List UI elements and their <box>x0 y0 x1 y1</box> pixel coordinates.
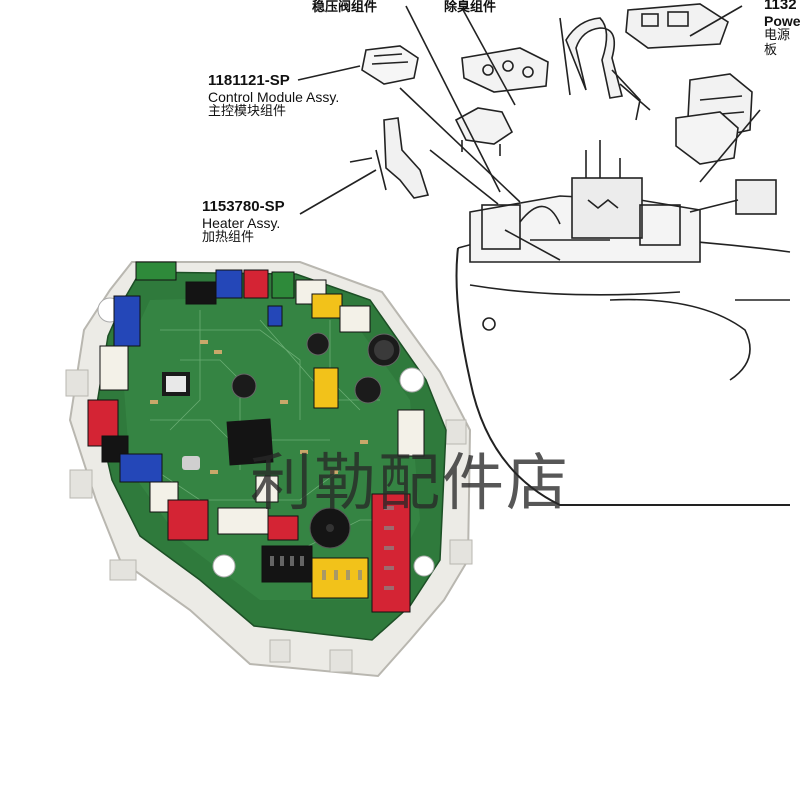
connector-green <box>271 271 295 299</box>
stabilizer-valve-label: 稳压阀组件 <box>312 0 378 15</box>
power-name-cn: 电源板 <box>764 28 791 59</box>
control-module-label: 1181121-SP Control Module Assy. 主控模块组件 <box>208 72 339 120</box>
control-board <box>65 261 473 678</box>
heater-name-cn: 加热组件 <box>202 230 255 246</box>
power-board-label: 1132 Powe 电源板 <box>764 0 800 59</box>
connector-white <box>339 305 371 333</box>
connector-red <box>267 515 299 541</box>
connector-blue <box>215 269 243 299</box>
heater-label: 1153780-SP Heater Assy. 加热组件 <box>202 198 285 246</box>
capacitor <box>231 373 257 399</box>
control-name-cn: 主控模块组件 <box>208 104 287 120</box>
heater-part-number: 1153780-SP <box>202 198 285 215</box>
power-name-en: Powe <box>764 13 800 30</box>
connector-yellow <box>311 293 343 319</box>
connector-green <box>135 261 177 281</box>
connector-blue <box>267 305 283 327</box>
capacitor <box>306 332 330 356</box>
control-part-number: 1181121-SP <box>208 72 290 89</box>
connector-black <box>261 545 313 583</box>
deodorizer-label: 除臭组件 <box>444 0 497 15</box>
connector-black <box>185 281 217 305</box>
heater-name-en: Heater Assy. <box>202 215 281 232</box>
connector-blue <box>113 295 141 347</box>
power-part-number: 1132 <box>764 0 797 13</box>
connector-white <box>217 507 269 535</box>
connector-red <box>243 269 269 299</box>
connectors <box>87 261 425 613</box>
connector-white <box>397 409 425 457</box>
mcu-chip <box>226 418 274 466</box>
capacitor <box>354 376 382 404</box>
connector-red <box>371 493 411 613</box>
connector-red <box>167 499 209 541</box>
connector-white <box>99 345 129 391</box>
connector-yellow <box>313 367 339 409</box>
shop-watermark: 利勒配件店 <box>250 446 571 519</box>
connector-white <box>255 475 279 503</box>
toilet-line-drawing <box>297 3 791 506</box>
connector-blue <box>119 453 163 483</box>
control-name-en: Control Module Assy. <box>208 89 340 106</box>
